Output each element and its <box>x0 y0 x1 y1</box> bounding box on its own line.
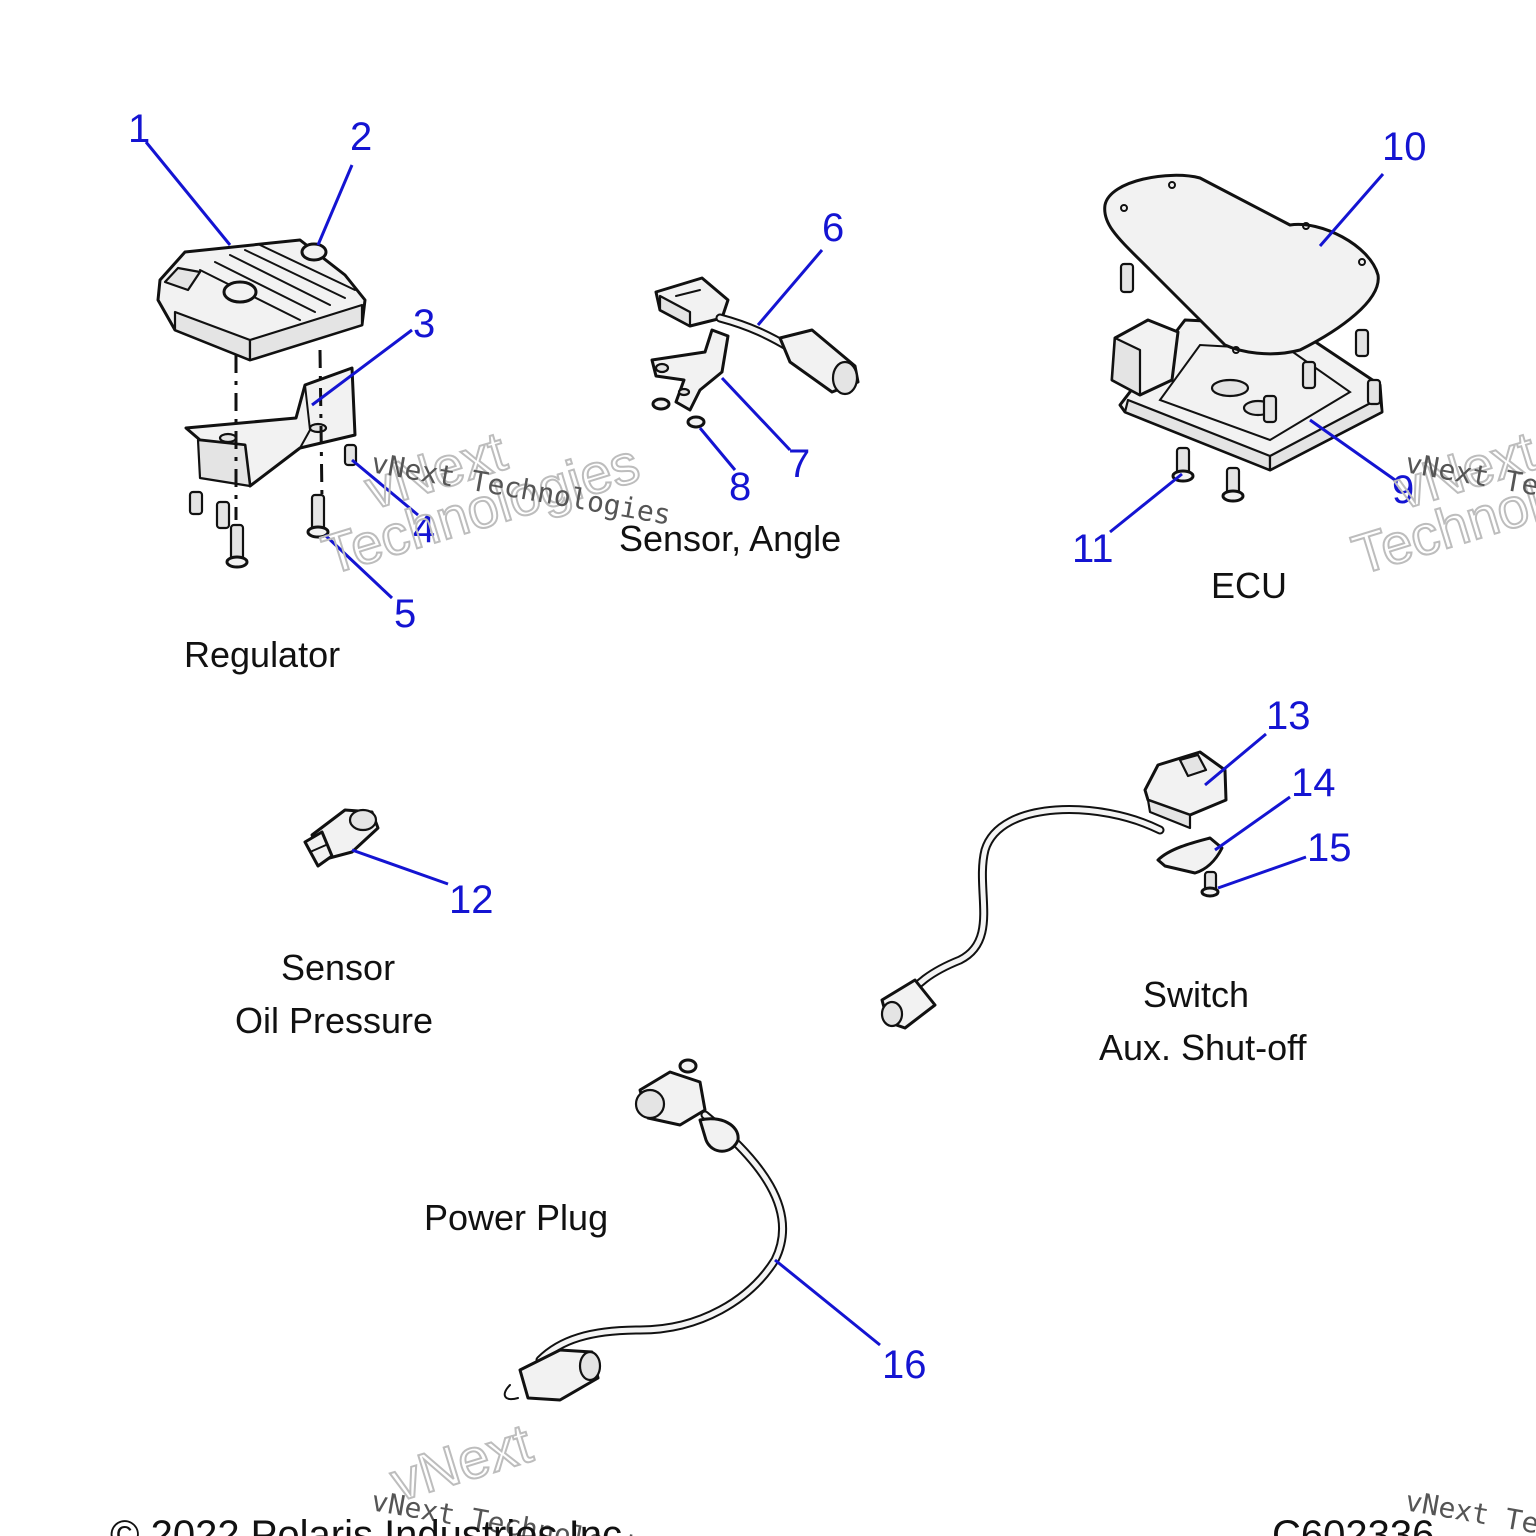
power-plug <box>503 1058 788 1402</box>
caption-ecu: ECU <box>1211 565 1287 606</box>
caption-switch-line1: Switch <box>1143 974 1249 1015</box>
regulator-assembly <box>156 238 367 569</box>
caption-power-plug: Power Plug <box>424 1197 608 1238</box>
callout-numbers: 1 2 3 4 5 6 7 8 9 10 11 12 13 14 15 16 <box>128 107 1427 1387</box>
leader-9 <box>1309 418 1396 482</box>
sensor-angle-assembly <box>650 276 860 429</box>
callout-1: 1 <box>128 107 150 151</box>
leader-10 <box>1318 173 1385 247</box>
leader-2 <box>316 164 354 246</box>
leader-16 <box>774 1258 881 1347</box>
oil-pressure-sensor <box>303 808 380 868</box>
leader-14 <box>1214 795 1291 852</box>
caption-sensor-oil-line1: Sensor <box>281 947 395 988</box>
callout-3: 3 <box>413 302 435 346</box>
leader-11 <box>1109 472 1183 534</box>
leader-4 <box>351 458 419 517</box>
callout-7: 7 <box>788 442 810 486</box>
callout-5: 5 <box>394 592 416 636</box>
callout-15: 15 <box>1307 826 1352 870</box>
leader-8 <box>698 427 737 471</box>
footer-diagram-code: C602336 <box>1272 1513 1434 1536</box>
caption-switch-line2: Aux. Shut-off <box>1099 1027 1307 1068</box>
footer: © 2022 Polaris Industries Inc. C602336 <box>110 1513 1434 1536</box>
leader-7 <box>720 376 792 452</box>
footer-copyright: © 2022 Polaris Industries Inc. <box>110 1513 633 1536</box>
callout-2: 2 <box>350 115 372 159</box>
caption-regulator: Regulator <box>184 634 340 675</box>
callout-9: 9 <box>1392 468 1414 512</box>
callout-12: 12 <box>449 878 494 922</box>
caption-sensor-angle: Sensor, Angle <box>619 518 841 559</box>
leader-lines <box>144 141 1396 1347</box>
leader-5 <box>323 533 394 600</box>
group-captions: Regulator Sensor, Angle ECU Sensor Oil P… <box>184 518 1307 1238</box>
leader-13 <box>1204 732 1267 787</box>
leader-1 <box>144 141 232 246</box>
callout-13: 13 <box>1266 694 1311 738</box>
caption-sensor-oil-line2: Oil Pressure <box>235 1000 433 1041</box>
callout-6: 6 <box>822 206 844 250</box>
callout-10: 10 <box>1382 125 1427 169</box>
leader-12 <box>351 848 449 886</box>
callout-16: 16 <box>882 1343 927 1387</box>
leader-3 <box>311 328 413 407</box>
callout-4: 4 <box>413 507 435 551</box>
leader-6 <box>756 249 824 326</box>
aux-shutoff-switch <box>880 750 1228 1030</box>
callout-8: 8 <box>729 465 751 509</box>
callout-14: 14 <box>1291 761 1336 805</box>
callout-11: 11 <box>1072 527 1114 571</box>
leader-15 <box>1217 855 1307 890</box>
ecu-assembly <box>1103 173 1384 503</box>
